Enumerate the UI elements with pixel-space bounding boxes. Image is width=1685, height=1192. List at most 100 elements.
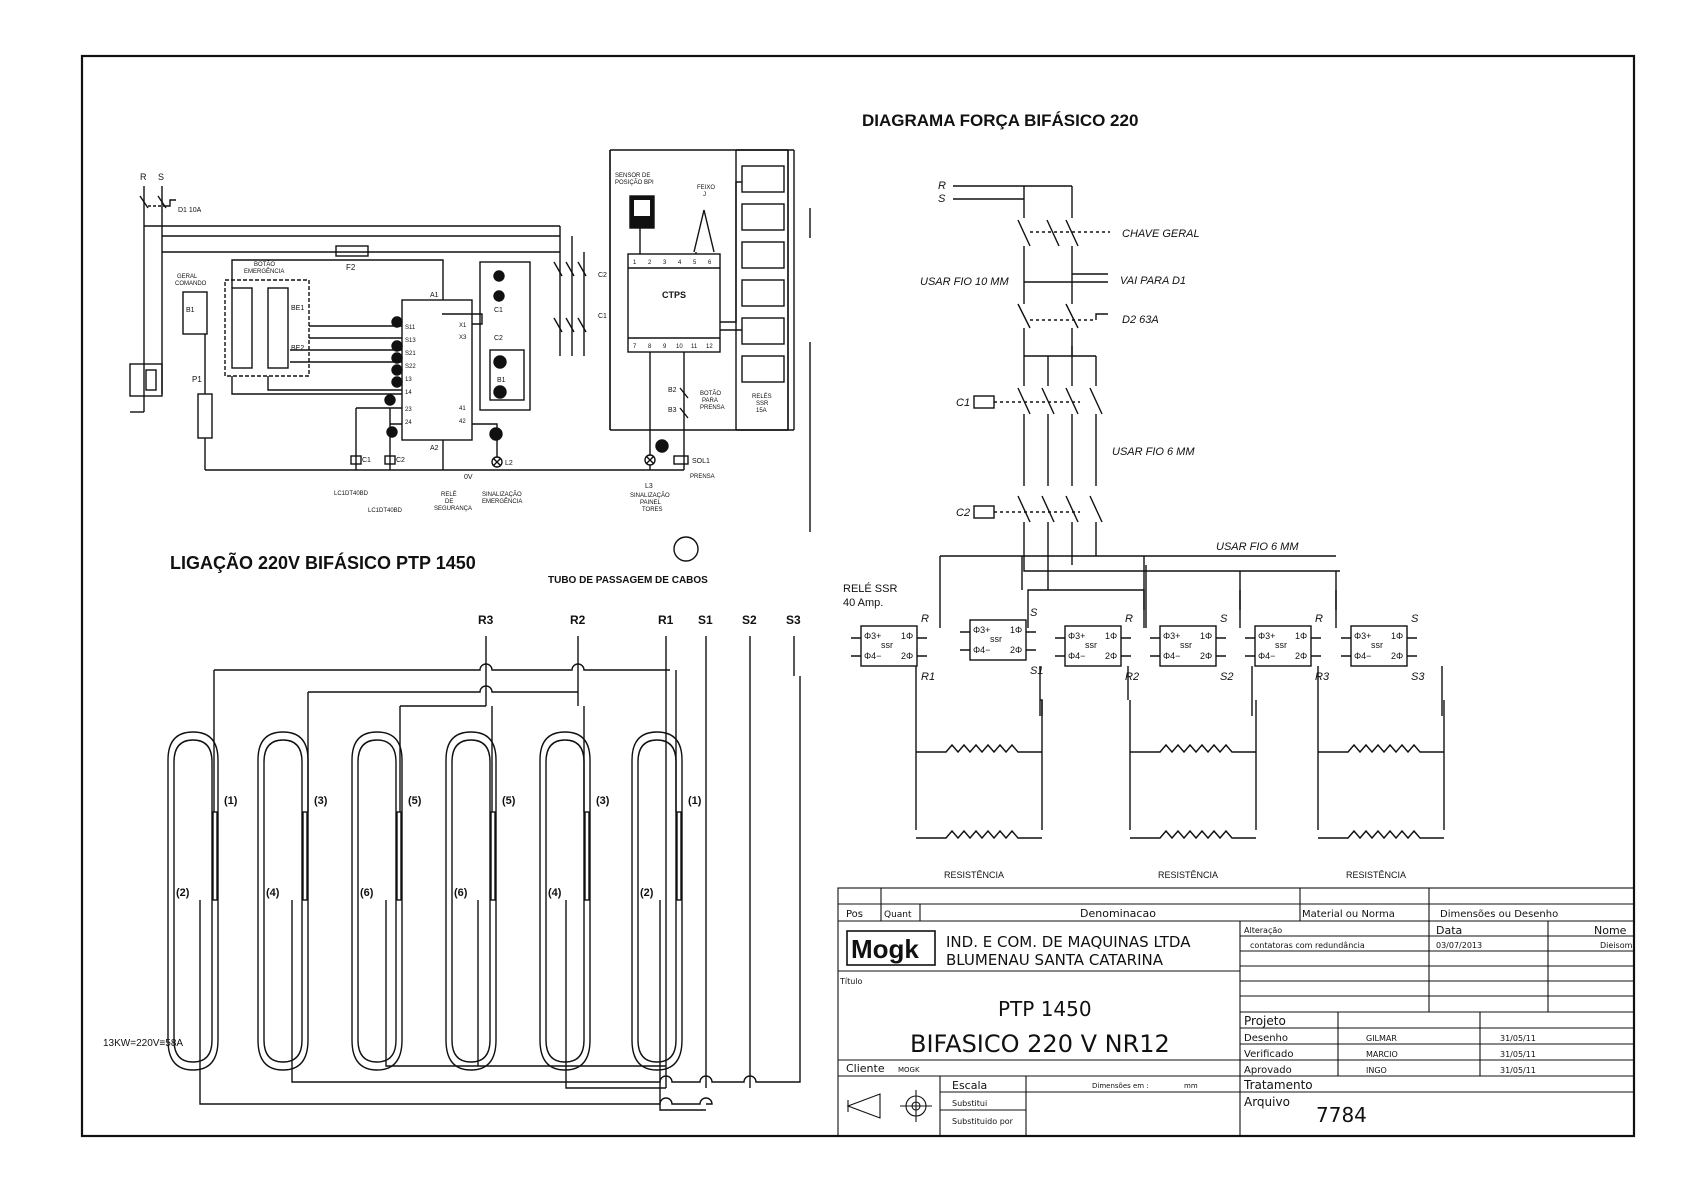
- circled-4: 4: [394, 368, 398, 375]
- resistor-symbol: [1318, 743, 1444, 754]
- circled-10: 10: [495, 390, 503, 397]
- heater-terminal: [490, 811, 496, 901]
- botao-emergencia-label-2: EMERGÊNCIA: [244, 267, 284, 275]
- power-contact-c1: C1: [598, 313, 607, 320]
- lamp-l3-label: L3: [645, 483, 653, 490]
- rele-ssr-label-2: 40 Amp.: [843, 597, 883, 609]
- resistor-symbol: [916, 743, 1042, 754]
- ssr-pin-label: 2Φ: [1391, 651, 1403, 661]
- circled-3: 3: [394, 356, 398, 363]
- relay-terminal-x1: X1: [459, 323, 467, 329]
- circled-11: 11: [495, 360, 502, 367]
- heater-terminal: [212, 811, 218, 901]
- resistor-symbol: [1130, 829, 1256, 840]
- resistencia-label: RESISTÊNCIA: [1158, 870, 1218, 880]
- heater-terminal: [676, 811, 682, 901]
- tb-dimensoes: Dimensões ou Desenho: [1440, 909, 1558, 920]
- coil-c1-label: C1: [362, 457, 371, 464]
- reles-ssr-1: RELÉS: [752, 393, 772, 400]
- vai-para-d1-label: VAI PARA D1: [1120, 275, 1186, 287]
- d2-label: D2 63A: [1122, 314, 1159, 326]
- be1-label: BE1: [291, 305, 304, 312]
- resistencia-label: RESISTÊNCIA: [944, 870, 1004, 880]
- rele-ssr-label-1: RELÉ SSR: [843, 582, 897, 595]
- b3-label: B3: [668, 407, 677, 414]
- be2-label: BE2: [291, 345, 304, 352]
- circled-8a: 8: [394, 380, 398, 387]
- ssr-pin-label: Φ3+: [973, 625, 990, 635]
- p1-label: P1: [192, 375, 202, 384]
- heater-bottom-label: (4): [266, 887, 280, 899]
- feixo-label-1: FEIXO: [697, 185, 715, 191]
- alteracao-label: Alteração: [1244, 926, 1282, 935]
- heater-connection-wires: [213, 670, 677, 812]
- resistor-symbol: [1130, 743, 1256, 754]
- cliente-value: MOGK: [898, 1066, 920, 1074]
- relay-terminal-23: 23: [405, 407, 412, 413]
- ssr-output-label: S3: [1411, 671, 1425, 683]
- b1-label-control: B1: [186, 307, 195, 314]
- relay-terminal-x3: X3: [459, 335, 467, 341]
- ssr-output-label: S2: [1220, 671, 1233, 683]
- substituido-por-label: Substituido por: [952, 1117, 1014, 1126]
- ssr-phase-label: S: [1411, 613, 1419, 625]
- rele-seguranca-1: RELÉ: [441, 491, 457, 498]
- ctps-b7: 7: [633, 344, 637, 350]
- ssr-pin-label: Φ3+: [864, 631, 881, 641]
- desenho-name: GILMAR: [1366, 1034, 1397, 1043]
- relay-terminal-24: 24: [405, 420, 412, 426]
- heater-top-label: (1): [688, 795, 702, 807]
- ssr-relay-box: [1254, 625, 1312, 667]
- resistance-group: RESISTÊNCIA RESISTÊNCIA RESISTÊNCIA: [915, 666, 1445, 880]
- heater-top-label: (1): [224, 795, 238, 807]
- ctps-t2: 2: [648, 260, 652, 266]
- ssr-pin-label: Φ3+: [1163, 631, 1180, 641]
- arquivo-number: 7784: [1316, 1103, 1367, 1127]
- c1-aux-label: C1: [494, 307, 503, 314]
- ssr-pin-label: Φ3+: [1354, 631, 1371, 641]
- ssr-output-label: R3: [1315, 671, 1330, 683]
- chave-geral-label: CHAVE GERAL: [1122, 228, 1200, 240]
- heater-top-label: (3): [314, 795, 328, 807]
- relay-terminal-s11: S11: [405, 325, 416, 331]
- tb-pos: Pos: [846, 909, 863, 920]
- geral-comando-label-2: COMANDO: [175, 281, 207, 287]
- circled-5: 5: [496, 274, 500, 281]
- relay-a2-label: A2: [430, 445, 439, 452]
- circled-6: 6: [496, 294, 500, 301]
- control-phase-s: S: [158, 172, 164, 182]
- ctps-b12: 12: [706, 344, 713, 350]
- heater-element-outer: [257, 731, 309, 1071]
- tratamento-label: Tratamento: [1243, 1078, 1313, 1092]
- verificado-label: Verificado: [1244, 1049, 1294, 1060]
- lamp-l2-label: L2: [505, 460, 513, 467]
- aprovado-label: Aprovado: [1244, 1065, 1292, 1076]
- b2-label: B2: [668, 387, 677, 394]
- verificado-date: 31/05/11: [1500, 1050, 1536, 1059]
- dimensoes-em-label: Dimensões em :: [1092, 1082, 1149, 1090]
- ctps-b11: 11: [691, 344, 698, 350]
- ctps-b8: 8: [648, 344, 652, 350]
- power-diagram: R S CHAVE GERAL USAR FIO 10 MM VAI PARA …: [843, 180, 1445, 880]
- relay-terminal-s21: S21: [405, 351, 416, 357]
- prensa-label: PRENSA: [690, 474, 715, 480]
- circled-8b: 8: [389, 430, 393, 437]
- heater-supply-wires: [485, 636, 795, 1088]
- relay-terminal-41: 41: [459, 406, 466, 412]
- heater-bridge-wire: [214, 663, 670, 671]
- sensor-label-2: POSIÇÃO BPI: [615, 179, 654, 186]
- ssr-pin-label: 2Φ: [901, 651, 913, 661]
- heater-terminal: [302, 811, 308, 901]
- power-note: 13KW=220V≡58A: [103, 1038, 183, 1049]
- sensor-label-1: SENSOR DE: [615, 173, 650, 179]
- ssr-relay-box: [969, 619, 1027, 661]
- resistencia-label: RESISTÊNCIA: [1346, 870, 1406, 880]
- resistance-frame: [1317, 700, 1445, 830]
- tube-label: TUBO DE PASSAGEM DE CABOS: [548, 575, 708, 586]
- alteracao-text: contatoras com redundância: [1250, 941, 1365, 950]
- drawing-title-1: PTP 1450: [998, 997, 1092, 1021]
- ssr-phase-label: R: [921, 613, 929, 625]
- heater-bottom-label: (2): [640, 887, 654, 899]
- heater-supply-label: S1: [698, 613, 713, 627]
- resistance-frame: [915, 700, 1043, 830]
